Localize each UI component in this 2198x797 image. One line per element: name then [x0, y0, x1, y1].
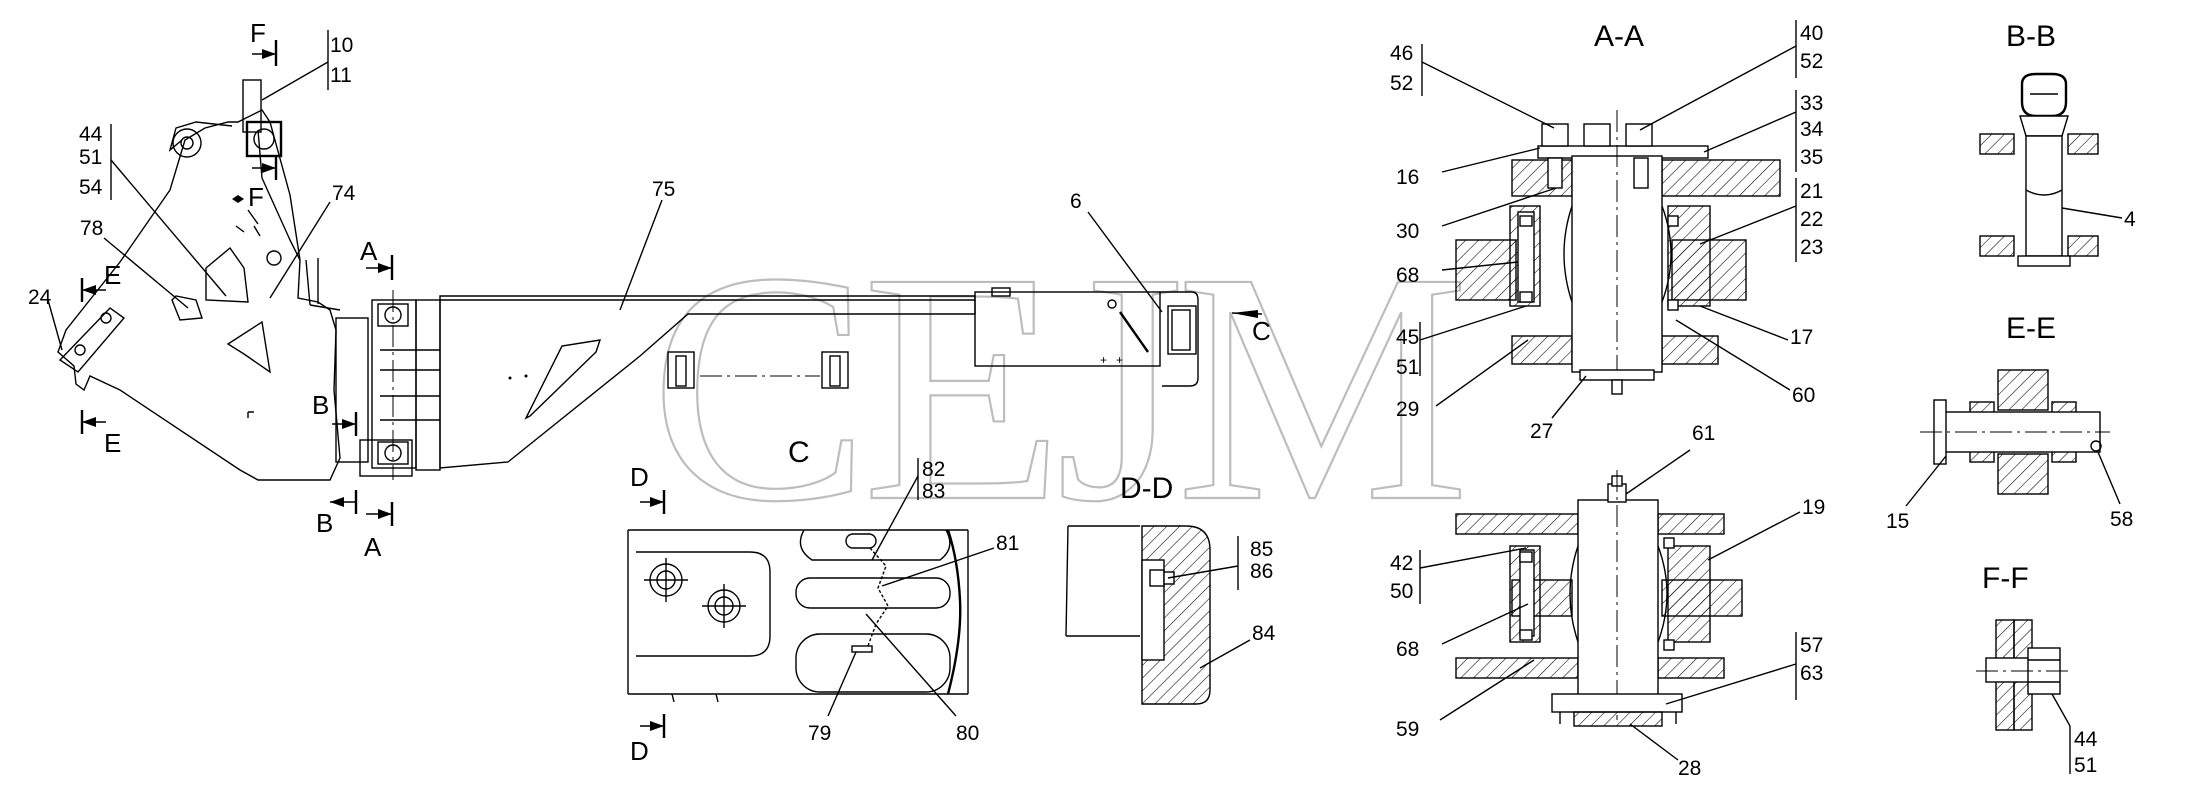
view-c-arrow-letter: C — [1252, 316, 1271, 346]
callout-52: 52 — [1390, 72, 1413, 95]
cut-letter-e: E — [104, 260, 121, 290]
callout-59: 59 — [1396, 718, 1419, 741]
callout-28: 28 — [1678, 757, 1701, 780]
callout-23: 23 — [1800, 236, 1823, 259]
callout-17: 17 — [1790, 326, 1813, 349]
callout-61: 61 — [1692, 422, 1715, 445]
callout-51-ff: 51 — [2074, 754, 2097, 777]
view-c: C D D 82 83 81 79 — [627, 436, 1019, 766]
callout-74: 74 — [332, 182, 356, 205]
watermark-text: CEJM — [650, 205, 1465, 570]
callout-16: 16 — [1396, 166, 1419, 189]
callout-40: 40 — [1800, 22, 1823, 45]
cut-letter-d: D — [630, 462, 649, 492]
callout-24: 24 — [28, 286, 52, 309]
cut-letter-a: A — [360, 236, 378, 266]
callout-60: 60 — [1792, 384, 1815, 407]
callout-81: 81 — [996, 532, 1019, 555]
cut-letter-d-bottom: D — [630, 736, 649, 766]
cut-marker-f-mid: F — [232, 156, 278, 212]
view-c-title: C — [788, 436, 810, 469]
callout-68: 68 — [1396, 264, 1419, 287]
callout-44: 44 — [79, 123, 103, 146]
callout-83: 83 — [922, 480, 945, 503]
callout-21: 21 — [1800, 180, 1823, 203]
cut-marker-b-bot: B — [316, 490, 358, 538]
callout-45: 45 — [1396, 326, 1419, 349]
callout-85: 85 — [1250, 538, 1273, 561]
callout-84: 84 — [1252, 622, 1276, 645]
callout-15: 15 — [1886, 510, 1909, 533]
callout-29: 29 — [1396, 398, 1419, 421]
callout-79: 79 — [808, 722, 831, 745]
section-ff-title: F-F — [1982, 562, 2029, 595]
cut-letter-e-bottom: E — [104, 428, 121, 458]
callout-54: 54 — [79, 176, 103, 199]
callout-63: 63 — [1800, 662, 1823, 685]
callout-78: 78 — [80, 217, 103, 240]
callout-51: 51 — [79, 146, 102, 169]
cut-marker-e-bot: E — [80, 410, 121, 458]
callout-86: 86 — [1250, 560, 1273, 583]
section-ff: F-F 44 51 — [1976, 562, 2098, 777]
section-dd: D-D 85 86 84 — [1065, 472, 1276, 705]
callout-10: 10 — [330, 34, 353, 57]
section-ee: E-E 15 58 — [1886, 312, 2133, 533]
cut-marker-b-top: B — [312, 390, 358, 436]
callout-58: 58 — [2110, 508, 2133, 531]
cut-letter-a-bottom: A — [364, 532, 382, 562]
callout-52-right: 52 — [1800, 50, 1823, 73]
section-bb-title: B-B — [2006, 20, 2056, 53]
callout-22: 22 — [1800, 208, 1823, 231]
callout-44-ff: 44 — [2074, 728, 2098, 751]
callout-4: 4 — [2124, 208, 2136, 231]
callout-19: 19 — [1802, 496, 1825, 519]
callout-57: 57 — [1800, 634, 1823, 657]
callout-42: 42 — [1390, 552, 1413, 575]
section-lower: 61 19 42 50 68 57 63 59 28 — [1390, 422, 1825, 780]
main-assembly-view: + + F F A — [28, 18, 1271, 562]
section-ee-title: E-E — [2006, 312, 2056, 345]
callout-27: 27 — [1530, 420, 1553, 443]
callout-82: 82 — [922, 458, 945, 481]
section-bb: B-B 4 — [1979, 20, 2136, 267]
section-aa: A-A 46 52 40 5 — [1390, 20, 1824, 443]
cut-marker-a-bot: A — [364, 502, 394, 562]
callout-50: 50 — [1390, 580, 1413, 603]
svg-text:+: + — [1116, 353, 1123, 367]
cut-letter-b: B — [312, 390, 329, 420]
svg-text:+: + — [1100, 353, 1107, 367]
callout-80: 80 — [956, 722, 979, 745]
callout-6: 6 — [1070, 190, 1082, 213]
callout-46: 46 — [1390, 42, 1413, 65]
section-aa-title: A-A — [1594, 20, 1644, 53]
callout-34: 34 — [1800, 118, 1824, 141]
callout-68-lower: 68 — [1396, 638, 1419, 661]
cut-letter-f-mid: F — [248, 182, 264, 212]
section-dd-title: D-D — [1120, 472, 1173, 505]
callout-75: 75 — [652, 178, 675, 201]
cut-marker-e-top: E — [80, 260, 121, 302]
callout-33: 33 — [1800, 92, 1823, 115]
cut-marker-f-top: F — [250, 18, 278, 66]
cut-marker-a-top: A — [360, 236, 394, 280]
callout-51-aa: 51 — [1396, 356, 1419, 379]
callout-30: 30 — [1396, 220, 1419, 243]
cut-letter-f: F — [250, 18, 266, 48]
callout-11: 11 — [330, 64, 352, 87]
cut-letter-b-bottom: B — [316, 508, 333, 538]
callout-35: 35 — [1800, 146, 1823, 169]
